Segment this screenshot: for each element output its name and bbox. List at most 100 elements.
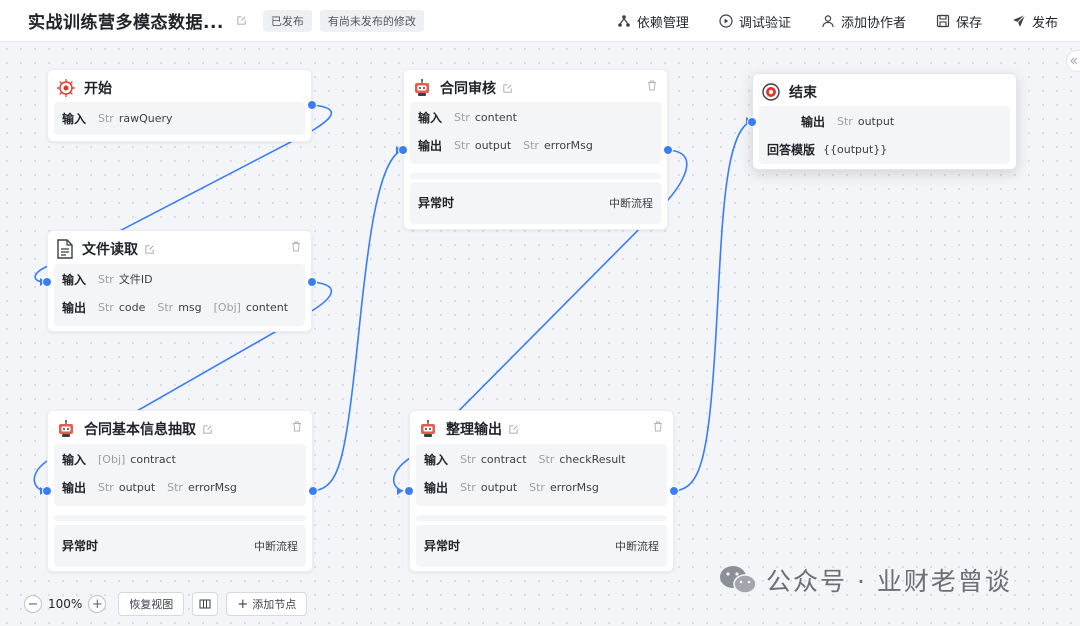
zoom-level: 100% bbox=[48, 597, 83, 611]
input-label: 输入 bbox=[62, 272, 87, 287]
save-button[interactable]: 保存 bbox=[936, 12, 982, 31]
exception-value: 中断流程 bbox=[609, 197, 653, 210]
node-organize-output-output-port[interactable] bbox=[669, 486, 679, 496]
add-node-button[interactable]: + 添加节点 bbox=[226, 592, 308, 616]
node-contract-extract-exception[interactable]: 异常时 中断流程 bbox=[54, 525, 306, 567]
exception-label: 异常时 bbox=[424, 539, 461, 553]
node-contract-extract-input-port[interactable] bbox=[42, 486, 52, 496]
input-label: 输入 bbox=[62, 452, 87, 467]
start-icon bbox=[57, 79, 75, 97]
node-end-input-port[interactable] bbox=[747, 117, 757, 127]
plus-icon: + bbox=[237, 596, 249, 612]
edit-icon[interactable] bbox=[508, 424, 519, 435]
exception-label: 异常时 bbox=[62, 539, 99, 553]
debug-button[interactable]: 调试验证 bbox=[719, 12, 791, 31]
output-label: 输出 bbox=[418, 138, 443, 153]
input-label: 输入 bbox=[424, 452, 449, 467]
collapse-panel-tab[interactable] bbox=[1066, 50, 1080, 72]
node-start-title: 开始 bbox=[84, 81, 112, 97]
delete-icon[interactable] bbox=[653, 421, 663, 432]
publish-label: 发布 bbox=[1031, 15, 1058, 31]
node-contract-extract-output-port[interactable] bbox=[308, 486, 318, 496]
node-contract-review-exception[interactable]: 异常时 中断流程 bbox=[410, 182, 661, 224]
node-file-read-header: 文件读取 bbox=[56, 237, 155, 261]
node-organize-output-input-port[interactable] bbox=[404, 486, 414, 496]
user-icon bbox=[822, 15, 834, 28]
node-end-header: 结束 bbox=[761, 80, 817, 104]
robot-icon bbox=[421, 420, 435, 437]
header-actions: 依赖管理 调试验证 添加协作者 保存 发布 bbox=[587, 0, 1058, 42]
minimap-toggle-button[interactable] bbox=[192, 592, 219, 616]
zoom-toolbar: − 100% + 恢复视图 + 添加节点 bbox=[24, 592, 308, 616]
edit-title-icon[interactable] bbox=[236, 15, 247, 26]
node-contract-review-input-port[interactable] bbox=[398, 145, 408, 155]
double-chevron-left-icon bbox=[1069, 57, 1077, 65]
play-icon bbox=[719, 14, 733, 28]
delete-icon[interactable] bbox=[292, 421, 302, 432]
node-file-read-title: 文件读取 bbox=[82, 242, 138, 258]
dependency-management-button[interactable]: 依赖管理 bbox=[617, 12, 689, 31]
node-start-header: 开始 bbox=[56, 76, 112, 100]
delete-icon[interactable] bbox=[647, 80, 657, 91]
save-label: 保存 bbox=[955, 15, 982, 31]
zoom-out-button[interactable]: − bbox=[24, 595, 42, 613]
add-collaborator-button[interactable]: 添加协作者 bbox=[821, 12, 906, 31]
template-value: {{output}} bbox=[823, 142, 888, 156]
edge-file-read-to-extract bbox=[33, 281, 333, 492]
input-label: 输入 bbox=[62, 111, 87, 126]
zoom-in-button[interactable]: + bbox=[88, 595, 107, 613]
target-icon bbox=[762, 83, 780, 101]
send-icon bbox=[1012, 14, 1026, 27]
divider bbox=[410, 173, 661, 179]
watermark-text: 公众号 · 业财老曾谈 bbox=[766, 567, 1012, 596]
node-contract-review-title: 合同审核 bbox=[440, 81, 496, 97]
save-icon bbox=[936, 14, 950, 28]
edit-icon[interactable] bbox=[144, 244, 155, 255]
edit-icon[interactable] bbox=[502, 83, 513, 94]
dependency-icon bbox=[618, 15, 630, 27]
exception-value: 中断流程 bbox=[254, 540, 298, 553]
node-end-title: 结束 bbox=[789, 85, 817, 101]
edit-icon[interactable] bbox=[202, 424, 213, 435]
robot-icon bbox=[59, 420, 73, 437]
exception-value: 中断流程 bbox=[615, 540, 659, 553]
node-start-output-port[interactable] bbox=[307, 100, 317, 110]
node-organize-output-exception[interactable]: 异常时 中断流程 bbox=[416, 525, 667, 567]
node-file-read-input-port[interactable] bbox=[42, 277, 52, 287]
node-contract-extract-title: 合同基本信息抽取 bbox=[84, 422, 196, 438]
unpublished-changes-badge: 有尚未发布的修改 bbox=[319, 9, 424, 32]
node-organize-output-title: 整理输出 bbox=[446, 422, 502, 438]
reset-view-button[interactable]: 恢复视图 bbox=[118, 592, 185, 616]
edge-extract-to-review bbox=[312, 149, 403, 492]
published-badge: 已发布 bbox=[262, 9, 312, 32]
node-contract-review-output-port[interactable] bbox=[663, 145, 673, 155]
node-file-read-output-port[interactable] bbox=[307, 277, 317, 287]
publish-button[interactable]: 发布 bbox=[1012, 12, 1058, 31]
debug-label: 调试验证 bbox=[738, 15, 791, 31]
delete-icon[interactable] bbox=[291, 241, 301, 252]
